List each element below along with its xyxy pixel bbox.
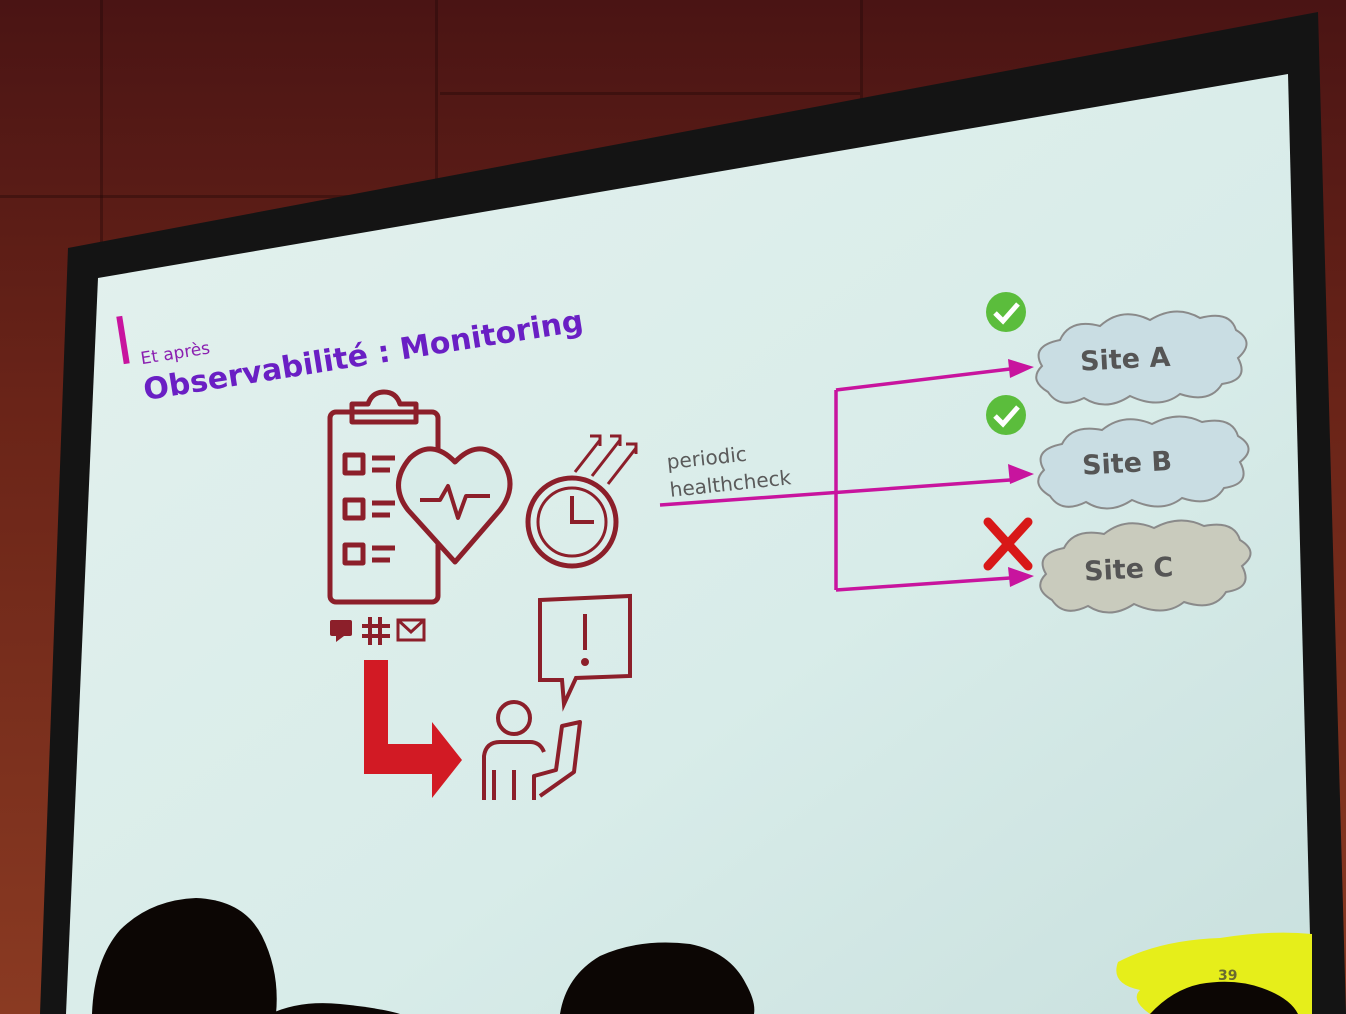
- slide-page-number: 39: [1218, 968, 1237, 984]
- site-a-label: Site A: [1079, 342, 1171, 378]
- cross-icon-site-c: [983, 517, 1033, 571]
- person-icon: [482, 700, 582, 800]
- site-c-cloud: Site C: [1039, 519, 1252, 614]
- healthcheck-connectors: [659, 367, 1011, 592]
- wall-panel-line: [440, 92, 860, 95]
- site-a-cloud: Site A: [1035, 310, 1248, 406]
- site-b-cloud: Site B: [1037, 415, 1250, 510]
- site-b-label: Site B: [1081, 446, 1172, 482]
- stopwatch-icon: [525, 434, 638, 569]
- wall-panel-line: [435, 0, 438, 190]
- check-icon-site-a: [986, 292, 1026, 332]
- site-c-label: Site C: [1083, 552, 1174, 588]
- wall-panel-line: [0, 195, 440, 198]
- health-clipboard-icon: [327, 389, 513, 605]
- arrowhead-site-b: [1008, 464, 1034, 484]
- check-icon-site-b: [986, 395, 1026, 435]
- title-accent-bar: [116, 315, 130, 365]
- wall-panel-line: [100, 0, 103, 260]
- alert-bubble-icon: [538, 593, 632, 712]
- chat-icon: [330, 620, 352, 642]
- mail-icon: [396, 618, 426, 642]
- arrowhead-site-a: [1008, 359, 1034, 378]
- slack-icon: [362, 617, 390, 645]
- arrowhead-site-c: [1008, 567, 1034, 587]
- audience-silhouettes: [92, 898, 1298, 1014]
- wall-panel-line: [860, 0, 863, 110]
- alert-arrow: [364, 660, 462, 798]
